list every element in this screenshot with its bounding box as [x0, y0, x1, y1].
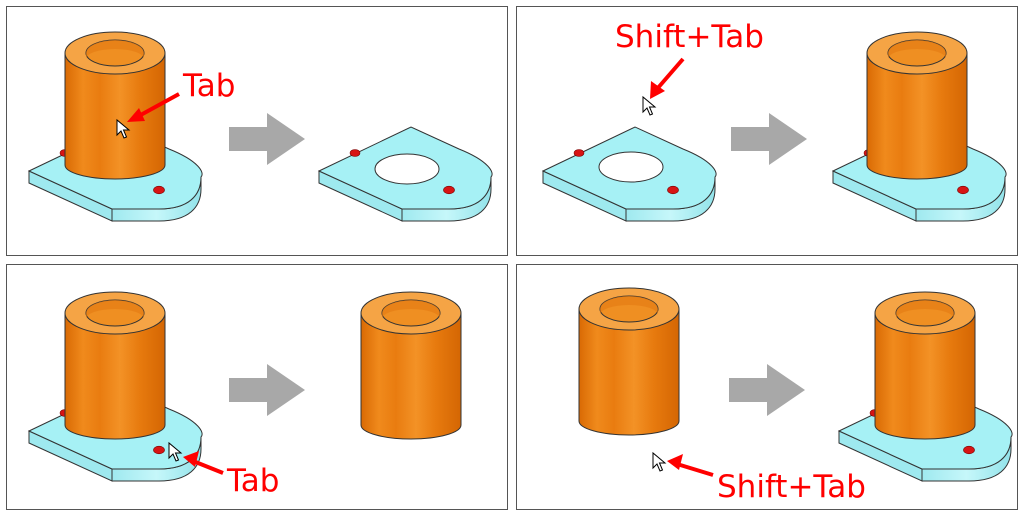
key-label: Tab	[182, 68, 235, 104]
cylinder-only-model	[360, 291, 462, 440]
panel-tab-select-cylinder: Tab	[6, 264, 508, 510]
base-plate-only-model	[542, 126, 717, 222]
panel-shift-tab-select-cylinder: Shift+Tab	[516, 6, 1018, 256]
cylinder-only-model	[578, 287, 680, 436]
red-callout-arrow-icon	[183, 451, 224, 475]
red-callout-arrow-icon	[667, 454, 714, 477]
gray-transition-arrow-icon	[729, 364, 805, 416]
key-label: Shift+Tab	[615, 19, 764, 55]
gray-transition-arrow-icon	[229, 364, 305, 416]
panel-tab-select-base: Tab	[6, 6, 508, 256]
mouse-cursor-icon	[642, 96, 656, 116]
cylinder-on-base-model	[28, 31, 203, 222]
key-label: Shift+Tab	[717, 469, 866, 505]
red-callout-arrow-icon	[650, 57, 685, 99]
gray-transition-arrow-icon	[229, 113, 305, 165]
gray-transition-arrow-icon	[731, 113, 807, 165]
key-label: Tab	[226, 463, 279, 499]
cylinder-on-base-model	[832, 31, 1007, 222]
mouse-cursor-icon	[652, 452, 666, 472]
base-plate-only-model	[318, 126, 493, 222]
red-callout-arrow-icon	[127, 92, 180, 122]
cylinder-on-base-model	[838, 291, 1013, 482]
panel-shift-tab-select-base: Shift+Tab	[516, 264, 1018, 510]
